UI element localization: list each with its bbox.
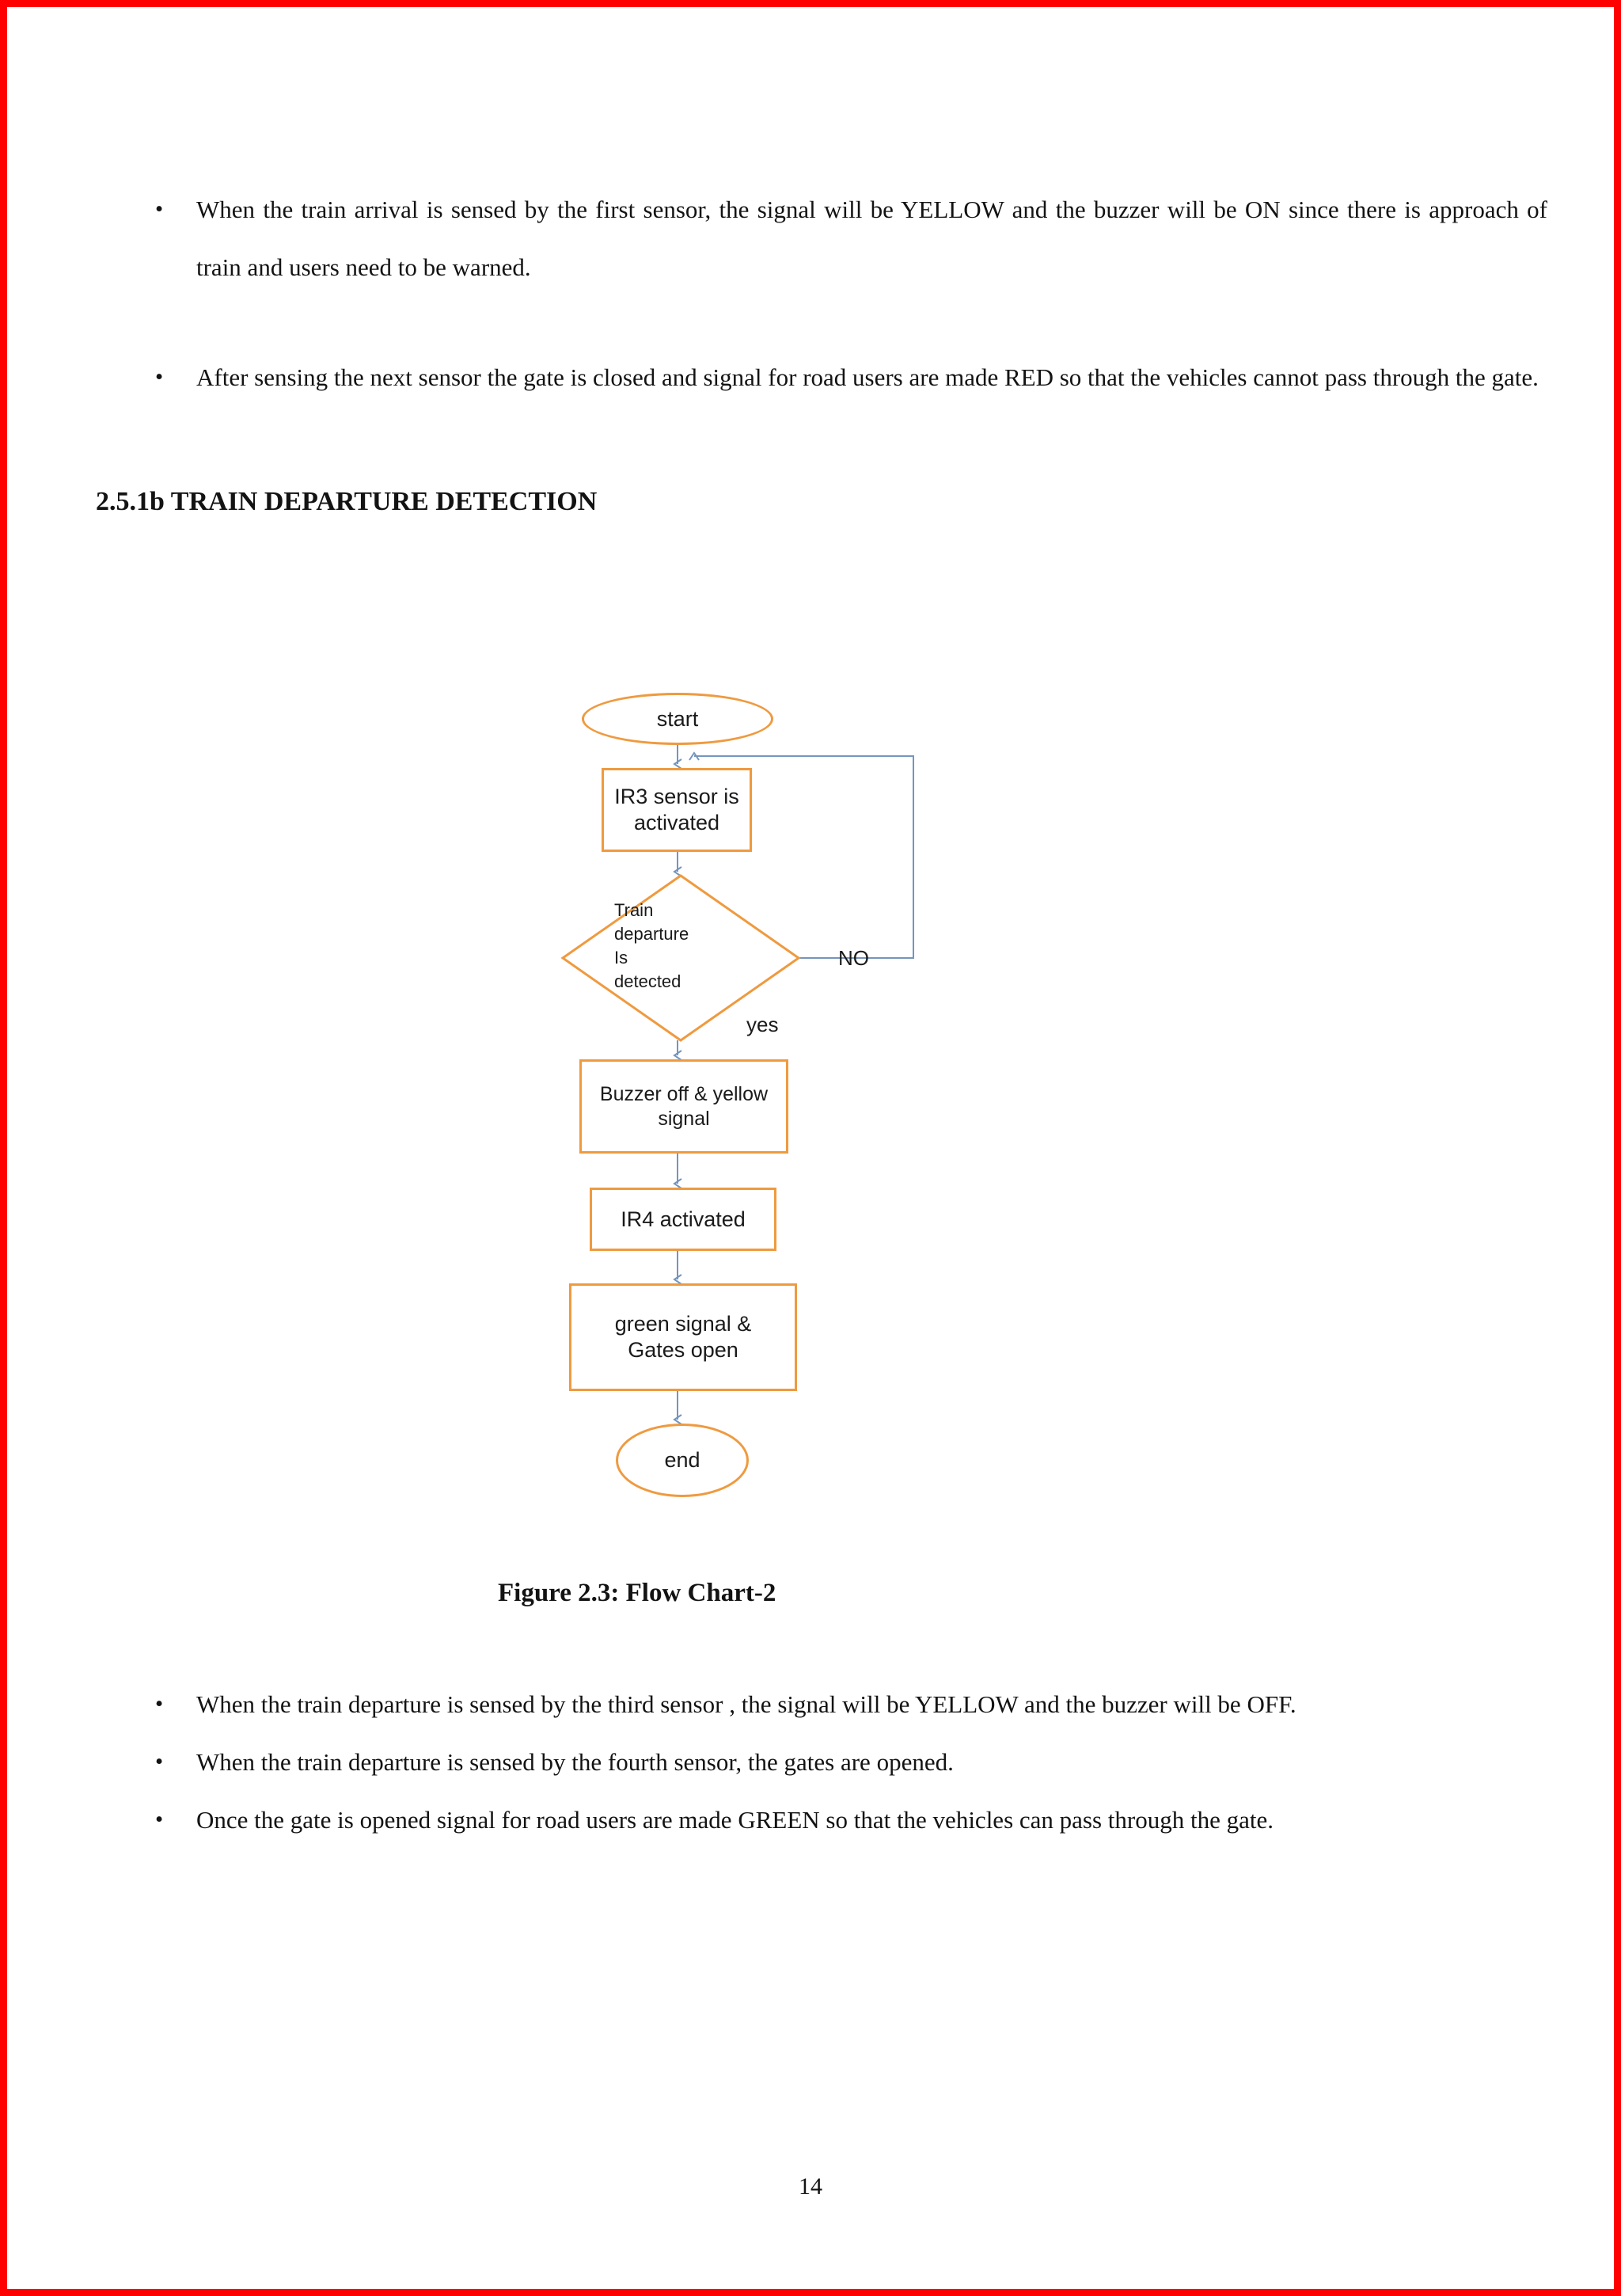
bullet-item: • When the train arrival is sensed by th…	[155, 181, 1547, 296]
ir4-label: IR4 activated	[621, 1207, 746, 1231]
bullet-item: • When the train departure is sensed by …	[155, 1733, 1547, 1791]
bullet-glyph: •	[155, 1749, 164, 1774]
figure-caption: Figure 2.3: Flow Chart-2	[498, 1579, 776, 1607]
ir3-label: IR3 sensor is activated	[614, 785, 739, 834]
bullet-text: When the train arrival is sensed by the …	[196, 196, 1547, 281]
no-branch-label: NO	[838, 946, 869, 970]
decision-diamond	[560, 874, 801, 1042]
flowchart-ir4-node: IR4 activated	[590, 1188, 776, 1251]
bullet-item: • Once the gate is opened signal for roa…	[155, 1791, 1547, 1849]
flowchart-end-node: end	[616, 1424, 749, 1497]
flowchart-ir3-node: IR3 sensor is activated	[602, 768, 752, 852]
flowchart-connectors	[560, 745, 914, 1425]
flowchart-buzzer-node: Buzzer off & yellow signal	[579, 1059, 788, 1154]
bullet-glyph: •	[155, 196, 164, 222]
bullet-item: • When the train departure is sensed by …	[155, 1675, 1547, 1733]
bullet-text: After sensing the next sensor the gate i…	[196, 363, 1539, 391]
bullet-text: Once the gate is opened signal for road …	[196, 1806, 1274, 1834]
flowchart-start-node: start	[582, 693, 773, 745]
bullet-item: • After sensing the next sensor the gate…	[155, 348, 1547, 406]
green-label: green signal & Gates open	[614, 1312, 752, 1362]
bullet-glyph: •	[155, 364, 164, 390]
buzzer-label: Buzzer off & yellow signal	[599, 1082, 769, 1130]
flowchart-green-node: green signal & Gates open	[569, 1283, 797, 1391]
document-page: • When the train arrival is sensed by th…	[96, 181, 1547, 1849]
flowchart-figure: start IR3 sensor is activated Train depa…	[96, 686, 1547, 1538]
decision-label: Train departure Is detected	[614, 900, 689, 991]
page-number: 14	[799, 2173, 822, 2199]
bullet-text: When the train departure is sensed by th…	[196, 1748, 954, 1776]
bottom-bullet-list: • When the train departure is sensed by …	[96, 1675, 1547, 1849]
yes-branch-label: yes	[746, 1013, 779, 1036]
end-label: end	[664, 1448, 700, 1472]
start-label: start	[656, 706, 699, 731]
section-heading: 2.5.1b TRAIN DEPARTURE DETECTION	[96, 487, 598, 516]
bullet-glyph: •	[155, 1691, 164, 1716]
bullet-text: When the train departure is sensed by th…	[196, 1690, 1296, 1718]
bullet-glyph: •	[155, 1807, 164, 1832]
